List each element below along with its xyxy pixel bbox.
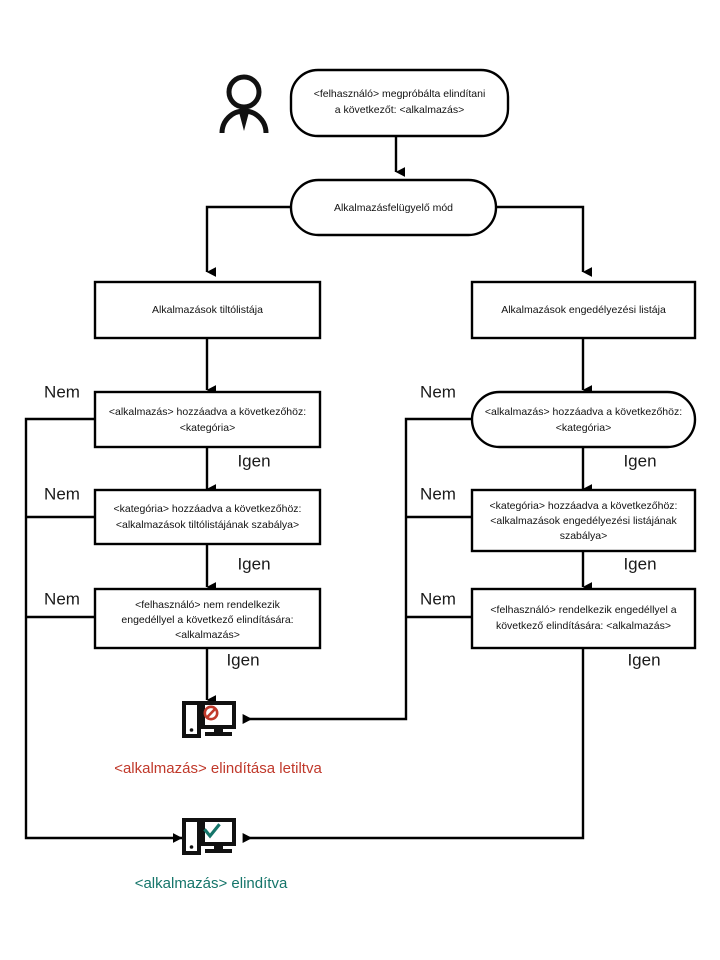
edge-right-no-bus: [242, 417, 472, 724]
edge-label-right-yes-1: Igen: [623, 451, 656, 470]
edge-label-left-yes-2: Igen: [237, 554, 270, 573]
node-deny-category-in-rule[interactable]: <kategória> hozzáadva a következőhöz: <a…: [93, 488, 322, 546]
node-allow-user-permission-line1: <felhasználó> rendelkezik engedéllyel a: [490, 604, 676, 616]
outcome-started-label: <alkalmazás> elindítva: [135, 875, 288, 892]
edge-label-left-no-3: Nem: [44, 589, 80, 608]
edge-mode-to-allowlist: [495, 205, 593, 277]
edge-label-left-no-1: Nem: [44, 382, 80, 401]
edge-label-right-no-1: Nem: [420, 382, 456, 401]
node-allowlist-line1: Alkalmazások engedélyezési listája: [501, 304, 666, 316]
node-allow-category-in-rule[interactable]: <kategória> hozzáadva a következőhöz: <a…: [470, 488, 697, 553]
node-mode-line1: Alkalmazásfelügyelő mód: [334, 202, 453, 214]
node-allow-category-in-rule-line1: <kategória> hozzáadva a következőhöz:: [490, 500, 678, 512]
node-deny-category-in-rule-line1: <kategória> hozzáadva a következőhöz:: [114, 503, 302, 515]
node-mode[interactable]: Alkalmazásfelügyelő mód: [289, 178, 498, 237]
node-allow-app-in-category[interactable]: <alkalmazás> hozzáadva a következőhöz: <…: [470, 390, 697, 449]
edge-label-left-yes-1: Igen: [237, 451, 270, 470]
node-denylist-line1: Alkalmazások tiltólistája: [152, 304, 263, 316]
node-deny-user-no-permission-line2: engedéllyel a következő elindítására:: [121, 614, 293, 626]
node-denylist[interactable]: Alkalmazások tiltólistája: [93, 280, 322, 340]
node-allow-category-in-rule-line3: szabálya>: [560, 530, 608, 542]
node-start-line1: <felhasználó> megpróbálta elindítani: [314, 88, 486, 100]
edge-label-right-yes-2: Igen: [623, 554, 656, 573]
node-deny-user-no-permission-line3: <alkalmazás>: [175, 629, 240, 641]
node-start-line2: a következőt: <alkalmazás>: [335, 104, 465, 116]
node-deny-category-in-rule-line2: <alkalmazások tiltólistájának szabálya>: [116, 519, 299, 531]
edge-label-right-no-3: Nem: [420, 589, 456, 608]
user-icon: [219, 74, 269, 134]
edge-mode-to-denylist: [205, 205, 297, 277]
node-start[interactable]: <felhasználó> megpróbálta elindítani a k…: [289, 68, 510, 138]
computer-blocked-icon: [182, 701, 236, 738]
edge-label-left-no-2: Nem: [44, 484, 80, 503]
node-allow-category-in-rule-line2: <alkalmazások engedélyezési listájának: [490, 515, 677, 527]
node-allow-user-permission-line2: következő elindítására: <alkalmazás>: [496, 620, 671, 632]
node-allowlist[interactable]: Alkalmazások engedélyezési listája: [470, 280, 697, 340]
edge-left-no-bus: [24, 417, 183, 843]
edge-label-right-no-2: Nem: [420, 484, 456, 503]
outcome-blocked-label: <alkalmazás> elindítása letiltva: [114, 760, 322, 777]
node-allow-app-in-category-line1: <alkalmazás> hozzáadva a következőhöz:: [485, 406, 682, 418]
node-deny-app-in-category-line2: <kategória>: [180, 422, 235, 434]
node-deny-user-no-permission[interactable]: <felhasználó> nem rendelkezik engedéllye…: [93, 587, 322, 650]
edge-label-right-yes-3: Igen: [627, 650, 660, 669]
edge-label-left-yes-3: Igen: [226, 650, 259, 669]
node-allow-user-permission[interactable]: <felhasználó> rendelkezik engedéllyel a …: [470, 587, 697, 650]
node-allow-app-in-category-line2: <kategória>: [556, 422, 611, 434]
node-deny-app-in-category-line1: <alkalmazás> hozzáadva a következőhöz:: [109, 406, 306, 418]
node-deny-app-in-category[interactable]: <alkalmazás> hozzáadva a következőhöz: <…: [93, 390, 322, 449]
node-deny-user-no-permission-line1: <felhasználó> nem rendelkezik: [135, 599, 281, 611]
edge-right-yes-to-started: [242, 648, 585, 843]
computer-allowed-icon: [182, 818, 236, 855]
